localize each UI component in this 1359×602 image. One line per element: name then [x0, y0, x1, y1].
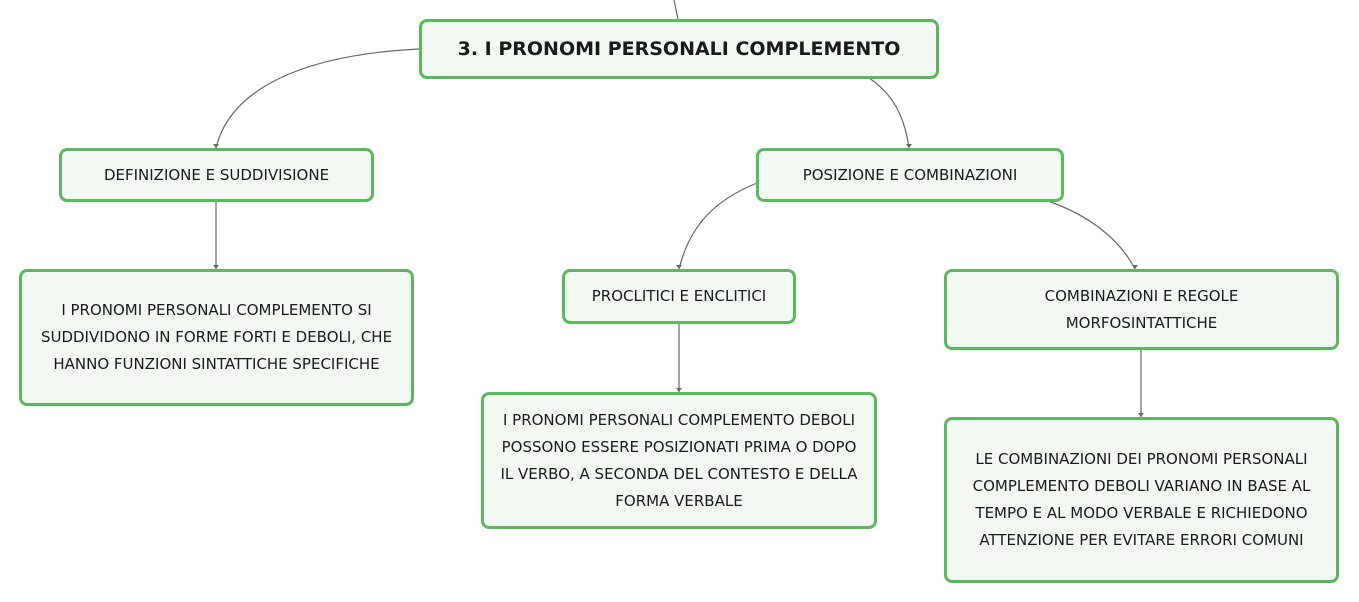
subtopic-posizione-label: POSIZIONE E COMBINAZIONI	[802, 165, 1018, 184]
subtopic-proclitici-node[interactable]: PROCLITICI E ENCLITICI	[562, 269, 796, 324]
detail-combinazioni-text: LE COMBINAZIONI DEI PRONOMI PERSONALI CO…	[972, 450, 1311, 549]
detail-definizione-text: I PRONOMI PERSONALI COMPLEMENTO SI SUDDI…	[40, 301, 393, 373]
arrowhead	[906, 144, 912, 148]
arrowhead	[1138, 413, 1144, 417]
arrowhead	[213, 265, 219, 269]
connector-root-to-posizione	[868, 77, 910, 149]
detail-combinazioni-node[interactable]: LE COMBINAZIONI DEI PRONOMI PERSONALI CO…	[944, 417, 1339, 583]
root-topic-label: 3. I PRONOMI PERSONALI COMPLEMENTO	[457, 37, 901, 60]
detail-proclitici-node[interactable]: I PRONOMI PERSONALI COMPLEMENTO DEBOLI P…	[481, 392, 877, 529]
arrowhead	[676, 265, 682, 269]
arrowhead	[1132, 265, 1138, 269]
subtopic-proclitici-label: PROCLITICI E ENCLITICI	[591, 287, 767, 305]
subtopic-combinazioni-node[interactable]: COMBINAZIONI E REGOLE MORFOSINTATTICHE	[944, 269, 1339, 350]
detail-definizione-node[interactable]: I PRONOMI PERSONALI COMPLEMENTO SI SUDDI…	[19, 269, 414, 406]
subtopic-posizione-node[interactable]: POSIZIONE E COMBINAZIONI	[756, 148, 1064, 202]
detail-proclitici-text: I PRONOMI PERSONALI COMPLEMENTO DEBOLI P…	[500, 410, 858, 510]
root-topic-node[interactable]: 3. I PRONOMI PERSONALI COMPLEMENTO	[419, 19, 939, 79]
connector-posizione-to-combinazioni	[1044, 199, 1136, 270]
arrowhead	[213, 144, 219, 148]
arrowhead	[676, 388, 682, 392]
subtopic-definizione-node[interactable]: DEFINIZIONE E SUDDIVISIONE	[59, 148, 374, 202]
connector-posizione-to-proclitici	[678, 182, 758, 270]
subtopic-definizione-label: DEFINIZIONE E SUDDIVISIONE	[103, 165, 330, 184]
subtopic-combinazioni-label: COMBINAZIONI E REGOLE MORFOSINTATTICHE	[1044, 286, 1239, 332]
connector-parent-to-root	[673, 0, 679, 20]
connector-root-to-definizione	[215, 48, 420, 149]
